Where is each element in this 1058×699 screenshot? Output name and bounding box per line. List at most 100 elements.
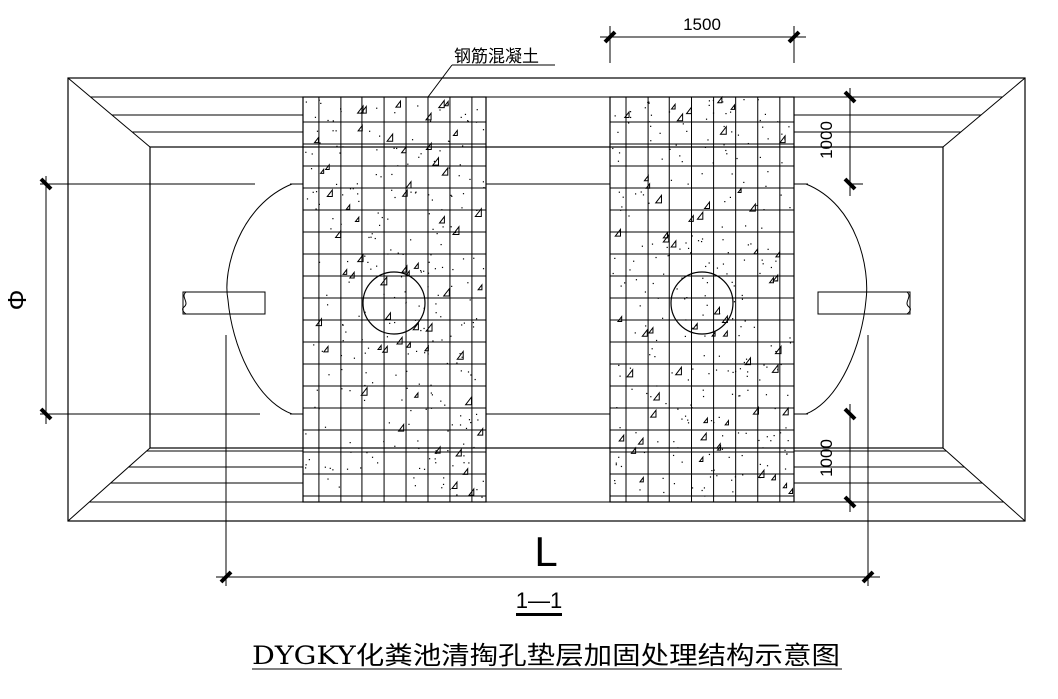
aggregate-dot <box>618 152 621 154</box>
aggregate-dot <box>704 295 706 297</box>
aggregate-triangle <box>638 476 644 483</box>
aggregate-dot <box>410 409 412 412</box>
aggregate-dot <box>726 273 728 275</box>
aggregate-dot <box>332 469 334 471</box>
aggregate-dot <box>394 445 396 447</box>
aggregate-dot <box>467 282 469 284</box>
aggregate-dot <box>468 462 470 464</box>
aggregate-dot <box>759 119 761 122</box>
aggregate-triangle <box>462 467 469 475</box>
aggregate-dot <box>364 255 366 257</box>
aggregate-dot <box>733 285 735 287</box>
aggregate-dot <box>703 487 706 489</box>
aggregate-triangle <box>313 136 319 144</box>
aggregate-dot <box>430 254 432 256</box>
aggregate-dot <box>702 277 704 279</box>
aggregate-dot <box>617 160 620 162</box>
aggregate-dot <box>332 120 334 122</box>
aggregate-dot <box>685 242 687 244</box>
aggregate-dot <box>663 491 665 494</box>
aggregate-dot <box>780 194 782 196</box>
aggregate-triangle <box>721 314 728 323</box>
aggregate-dot <box>388 422 390 424</box>
aggregate-dot <box>635 432 637 434</box>
aggregate-dot <box>650 396 652 398</box>
aggregate-dot <box>482 181 485 183</box>
aggregate-dot <box>383 440 385 443</box>
aggregate-dot <box>759 379 761 381</box>
aggregate-triangle <box>752 247 759 255</box>
aggregate-dot <box>472 326 475 328</box>
aggregate-dot <box>402 253 404 255</box>
aggregate-dot <box>435 312 437 314</box>
aggregate-dot <box>370 236 372 238</box>
aggregate-triangle <box>405 180 412 189</box>
aggregate-dot <box>747 389 749 391</box>
aggregate-dot <box>440 316 442 318</box>
aggregate-dot <box>618 456 620 458</box>
aggregate-dot <box>654 356 656 358</box>
aggregate-triangle <box>774 344 782 355</box>
aggregate-triangle <box>647 326 654 334</box>
aggregate-dot <box>352 188 354 190</box>
aggregate-dot <box>420 329 422 332</box>
aggregate-triangle <box>400 145 407 154</box>
aggregate-triangle <box>687 214 694 222</box>
aggregate-triangle <box>379 275 388 286</box>
aggregate-triangle <box>662 230 669 239</box>
reinforced-concrete-blocks <box>302 95 795 503</box>
aggregate-triangle <box>450 480 458 490</box>
aggregate-dot <box>462 145 464 147</box>
aggregate-dot <box>765 394 768 396</box>
aggregate-triangle <box>643 174 649 182</box>
aggregate-dot <box>781 162 783 164</box>
aggregate-dot <box>413 477 415 479</box>
aggregate-dot <box>628 122 630 124</box>
aggregate-dot <box>740 326 742 328</box>
aggregate-dot <box>349 188 352 190</box>
aggregate-dot <box>781 133 783 135</box>
top-dimension: 1500 <box>600 15 806 63</box>
aggregate-dot <box>718 355 720 357</box>
aggregate-dot <box>713 469 715 471</box>
aggregate-dot <box>679 248 681 250</box>
aggregate-dot <box>477 419 479 421</box>
aggregate-triangle <box>397 423 405 432</box>
aggregate-dot <box>424 352 426 354</box>
aggregate-dot <box>308 459 310 461</box>
aggregate-dot <box>687 379 689 381</box>
aggregate-dot <box>481 496 483 498</box>
aggregate-dot <box>677 408 679 410</box>
aggregate-dot <box>448 167 450 169</box>
aggregate-dot <box>615 464 617 466</box>
aggregate-dot <box>415 191 417 193</box>
aggregate-dot <box>732 491 734 493</box>
aggregate-dot <box>618 364 620 367</box>
aggregate-triangle <box>774 250 781 258</box>
aggregate-dot <box>342 194 344 196</box>
aggregate-dot <box>614 482 616 485</box>
aggregate-dot <box>340 223 342 225</box>
aggregate-dot <box>624 282 626 284</box>
aggregate-dot <box>731 131 733 133</box>
aggregate-dot <box>342 323 344 326</box>
aggregate-dot <box>766 366 768 368</box>
aggregate-triangle <box>637 436 644 445</box>
aggregate-dot <box>335 130 337 132</box>
aggregate-triangle <box>451 225 460 236</box>
aggregate-dot <box>314 116 317 118</box>
aggregate-dot <box>775 350 777 353</box>
aggregate-dot <box>763 209 765 211</box>
aggregate-dot <box>449 488 451 490</box>
aggregate-triangle <box>748 202 756 212</box>
aggregate-dot <box>475 413 478 416</box>
aggregate-dot <box>706 304 708 306</box>
aggregate-dot <box>764 113 767 115</box>
aggregate-dot <box>691 487 694 489</box>
aggregate-dot <box>691 407 693 409</box>
aggregate-dot <box>371 382 374 384</box>
aggregate-dot <box>780 363 782 366</box>
aggregate-dot <box>648 202 650 204</box>
aggregate-triangle <box>737 187 742 194</box>
